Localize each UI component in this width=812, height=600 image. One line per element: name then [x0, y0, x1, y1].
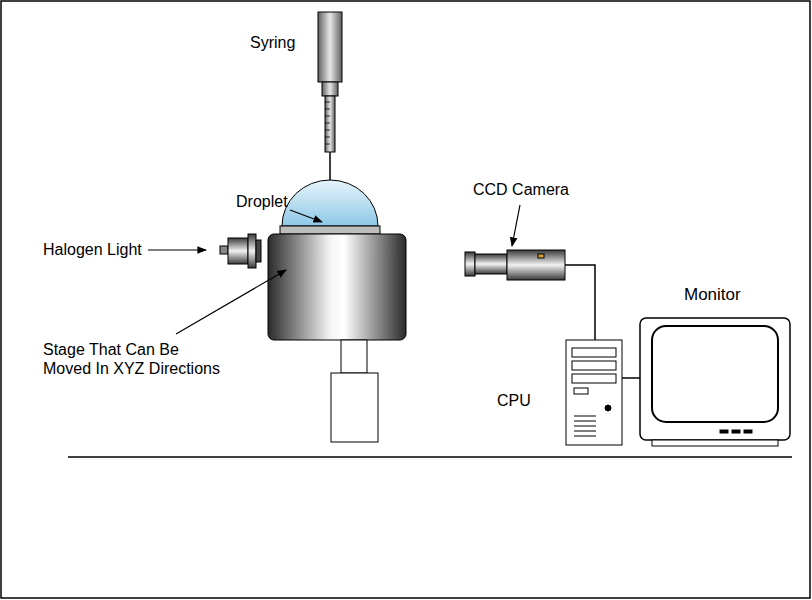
monitor-part: [720, 430, 728, 433]
cpu-tower-part-part: [574, 416, 596, 417]
syringe-part-part: [325, 123, 330, 124]
signal-cable: [565, 265, 640, 378]
monitor-part: [652, 326, 778, 422]
cpu-tower-part-part: [574, 426, 596, 427]
monitor-part: [744, 430, 752, 433]
leader-arrow-part: [148, 249, 206, 250]
leader-arrow: [148, 205, 520, 334]
halogen-lamp-part: [256, 240, 261, 262]
droplet-on-substrate-part: [282, 180, 378, 226]
signal-cable-part: [622, 377, 640, 379]
droplet-on-substrate: [280, 180, 380, 234]
cpu-tower-part: [566, 340, 622, 445]
xyz-stage: [268, 234, 406, 442]
monitor-part: [732, 430, 740, 433]
monitor: [640, 318, 790, 446]
halogen-lamp-part: [220, 246, 228, 254]
part-label: Droplet: [236, 192, 288, 211]
leader-arrow-part: [512, 205, 520, 246]
syringe-part-part: [325, 144, 330, 145]
signal-cable-part: [565, 265, 595, 340]
cpu-tower-part: [574, 388, 588, 394]
cpu-tower: [566, 340, 622, 445]
halogen-lamp-part: [248, 234, 256, 268]
cpu-tower-part: [572, 374, 616, 383]
monitor-part: [652, 440, 778, 446]
syringe-part: [322, 82, 338, 96]
leader-arrow-part: [290, 210, 322, 222]
xyz-stage-part: [331, 373, 378, 442]
syringe-part: [318, 12, 342, 82]
ccd-camera-part: [507, 250, 565, 280]
halogen-lamp-part: [228, 238, 248, 264]
cpu-tower-part: [605, 405, 611, 411]
ccd-camera-part: [475, 254, 507, 274]
part-label: Halogen Light: [43, 240, 142, 259]
part-label: Stage That Can Be Moved In XYZ Direction…: [43, 340, 225, 378]
leader-arrow-part: [176, 270, 286, 334]
part-label: CCD Camera: [473, 180, 569, 199]
part-label: Syring: [250, 33, 295, 52]
cpu-tower-part-part: [574, 436, 596, 437]
syringe: [318, 12, 342, 182]
ccd-camera-part: [465, 252, 475, 276]
halogen-lamp: [220, 234, 261, 268]
syringe-part-part: [325, 137, 330, 138]
syringe-part: [325, 102, 330, 144]
cpu-tower-part: [572, 361, 616, 370]
xyz-stage-part: [341, 340, 367, 373]
ground-line: [68, 456, 792, 458]
syringe-part-part: [325, 109, 330, 110]
part-label: Monitor: [684, 285, 741, 304]
syringe-part: [329, 152, 331, 182]
xyz-stage-part: [268, 234, 406, 340]
syringe-part-part: [325, 116, 330, 117]
droplet-on-substrate-part: [280, 226, 380, 234]
syringe-part-part: [325, 102, 330, 103]
cpu-tower-part: [574, 416, 596, 436]
cpu-tower-part: [572, 348, 616, 357]
cpu-tower-part-part: [574, 421, 596, 422]
monitor-part: [640, 318, 790, 440]
syringe-part: [325, 96, 335, 152]
cpu-tower-part-part: [574, 431, 596, 432]
ccd-camera: [465, 250, 565, 280]
ccd-camera-part: [538, 254, 544, 258]
syringe-part-part: [325, 130, 330, 131]
part-label: CPU: [497, 391, 531, 410]
